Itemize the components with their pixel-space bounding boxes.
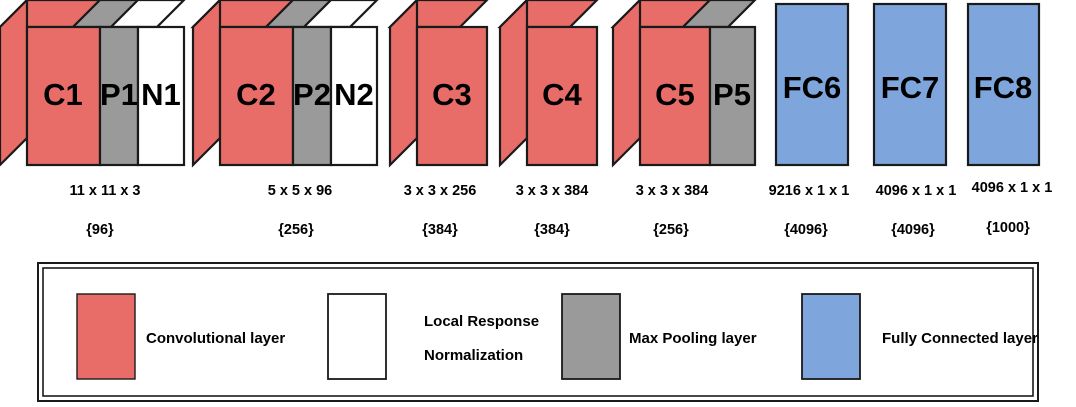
count-label-group-6: {4096} [784, 222, 828, 238]
count-label-group-2: {256} [278, 222, 314, 238]
dimension-label-group-5: 3 x 3 x 384 [636, 183, 709, 199]
legend-label-pooling: Max Pooling layer [629, 330, 757, 347]
layer-group-5[interactable]: C5 P5 [610, 0, 757, 168]
legend-label-convolutional: Convolutional layer [146, 330, 285, 347]
legend-swatch-fully-connected [801, 293, 861, 380]
layer-group-2[interactable]: C2 P2 N2 [190, 0, 379, 168]
legend-item-convolutional: Convolutional layer [76, 293, 285, 380]
group-6-slab-fc6[interactable] [774, 2, 850, 167]
dimension-label-group-3: 3 x 3 x 256 [404, 183, 477, 199]
dimension-label-group-6: 9216 x 1 x 1 [769, 183, 850, 199]
layer-group-3[interactable]: C3 [387, 0, 489, 168]
group-4-label-c4: C4 [542, 77, 582, 112]
group-1-slab-c1[interactable] [25, 25, 102, 167]
legend-item-pooling: Max Pooling layer [561, 293, 757, 380]
layer-group-6[interactable]: FC6 [774, 2, 850, 167]
group-8-slab-fc8[interactable] [966, 2, 1041, 167]
group-7-slab-fc7[interactable] [872, 2, 948, 167]
legend-inner-border [42, 267, 1034, 397]
layer-group-1[interactable]: C1 P1 N1 [0, 0, 186, 167]
group-2-slab-c2[interactable] [218, 25, 295, 167]
legend-label-normalization-line-1: Local Response [424, 313, 539, 330]
legend-label-fully-connected: Fully Connected layer [882, 330, 1038, 347]
group-4-side-face [498, 0, 529, 168]
group-3-slab-c3[interactable] [415, 25, 489, 167]
dimension-label-group-2: 5 x 5 x 96 [268, 183, 333, 199]
legend-label-normalization-line-2: Normalization [424, 347, 523, 364]
group-3-label-c3: C3 [432, 77, 472, 112]
group-1-label-c1: C1 [43, 77, 83, 112]
group-1-slab-n1[interactable] [136, 25, 186, 167]
dimension-label-group-4: 3 x 3 x 384 [516, 183, 589, 199]
legend-outer-border [37, 262, 1039, 402]
group-8-label-fc8: FC8 [974, 70, 1033, 105]
group-5-slab-p5[interactable] [708, 25, 757, 167]
group-5-side-face [611, 0, 642, 168]
legend-swatch-normalization [327, 293, 387, 380]
count-label-group-3: {384} [422, 222, 458, 238]
group-1-label-p1: P1 [100, 77, 138, 112]
layer-group-7[interactable]: FC7 [872, 2, 948, 167]
layer-group-8[interactable]: FC8 [966, 2, 1041, 167]
group-1-side-face [0, 0, 29, 167]
group-2-side-face [191, 0, 222, 168]
count-label-group-1: {96} [86, 222, 114, 238]
group-5-label-c5: C5 [655, 77, 695, 112]
group-7-label-fc7: FC7 [881, 70, 940, 105]
group-2-label-n2: N2 [334, 77, 374, 112]
group-6-label-fc6: FC6 [783, 70, 842, 105]
layer-group-4[interactable]: C4 [497, 0, 599, 168]
legend-item-fully-connected: Fully Connected layer [801, 293, 1038, 380]
count-label-group-8: {1000} [986, 220, 1030, 236]
group-2-slab-n2[interactable] [329, 25, 379, 167]
group-2-label-c2: C2 [236, 77, 276, 112]
group-3-side-face [388, 0, 419, 168]
group-2-slab-p2[interactable] [291, 25, 333, 167]
dimension-label-group-7: 4096 x 1 x 1 [876, 183, 957, 199]
group-5-label-p5: P5 [713, 77, 751, 112]
legend: Convolutional layer Local Response Norma… [37, 262, 1039, 402]
group-2-label-p2: P2 [293, 77, 331, 112]
legend-swatch-convolutional [76, 293, 136, 380]
group-4-slab-c4[interactable] [525, 25, 599, 167]
count-label-group-5: {256} [653, 222, 689, 238]
legend-swatch-pooling [561, 293, 621, 380]
count-label-group-4: {384} [534, 222, 570, 238]
dimension-label-group-1: 11 x 11 x 3 [70, 183, 141, 199]
count-label-group-7: {4096} [891, 222, 935, 238]
legend-item-normalization: Local Response Normalization [327, 293, 539, 380]
dimension-label-group-8: 4096 x 1 x 1 [972, 180, 1053, 196]
group-1-label-n1: N1 [141, 77, 181, 112]
